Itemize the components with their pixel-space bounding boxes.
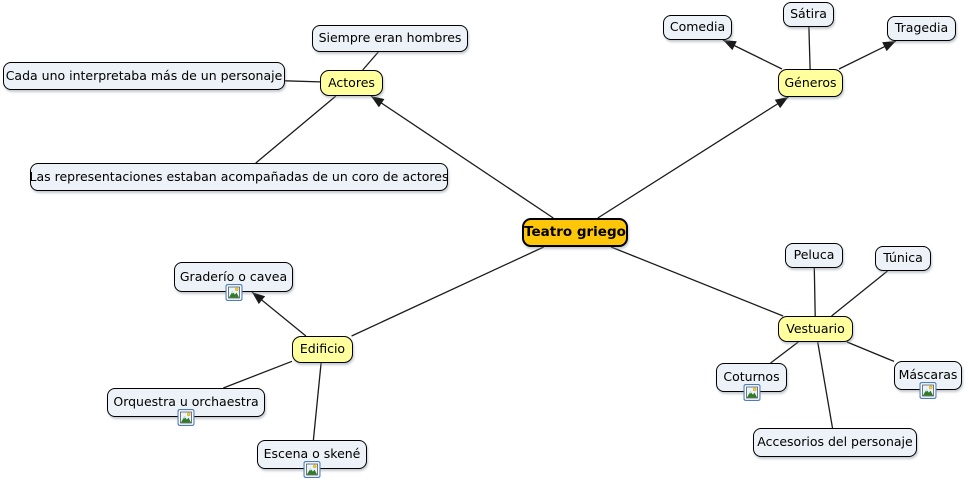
concept-node-label: Edificio xyxy=(299,341,346,357)
edge-generos-tragedia[interactable] xyxy=(838,40,897,70)
edge-teatro-actores[interactable] xyxy=(370,95,554,219)
edge-actores-cadauno[interactable] xyxy=(284,80,321,83)
concept-node-label: Cada uno interpretaba más de un personaj… xyxy=(5,67,283,83)
concept-node-peluca[interactable]: Peluca xyxy=(785,243,843,268)
concept-node-actores[interactable]: Actores xyxy=(320,70,383,96)
edge-actores-siempre[interactable] xyxy=(362,51,379,71)
concept-node-label: Accesorios del personaje xyxy=(757,434,913,450)
concept-node-tunica[interactable]: Túnica xyxy=(875,246,931,271)
concept-node-label: Vestuario xyxy=(786,320,845,336)
concept-node-label: Teatro griego xyxy=(524,223,626,240)
edge-edificio-escena[interactable] xyxy=(312,362,322,441)
concept-node-satira[interactable]: Sátira xyxy=(783,2,834,27)
image-resource-icon[interactable] xyxy=(177,408,195,427)
edge-edificio-orquestra[interactable] xyxy=(223,360,293,389)
image-resource-icon[interactable] xyxy=(303,460,321,479)
edge-vestuario-peluca[interactable] xyxy=(813,267,816,317)
concept-node-teatro[interactable]: Teatro griego xyxy=(522,218,628,247)
concept-node-graderio[interactable]: Graderío o cavea xyxy=(174,262,293,302)
image-resource-icon[interactable] xyxy=(742,383,761,402)
concept-node-label: Máscaras xyxy=(898,367,958,383)
concept-node-label: Sátira xyxy=(790,6,827,22)
concept-node-label: Actores xyxy=(328,74,375,90)
edge-edificio-graderio[interactable] xyxy=(251,291,307,337)
edge-vestuario-accesorios[interactable] xyxy=(817,341,834,429)
edge-vestuario-tunica[interactable] xyxy=(831,270,888,317)
concept-node-coro[interactable]: Las representaciones estaban acompañadas… xyxy=(29,163,449,191)
concept-node-comedia[interactable]: Comedia xyxy=(663,15,732,40)
concept-node-label: Coturnos xyxy=(723,369,780,385)
edge-teatro-generos[interactable] xyxy=(597,96,789,219)
edge-generos-satira[interactable] xyxy=(808,26,811,70)
edge-teatro-vestuario[interactable] xyxy=(610,246,784,317)
concept-node-label: Comedia xyxy=(669,19,726,35)
concept-node-label: Siempre eran hombres xyxy=(318,30,462,46)
edge-vestuario-coturnos[interactable] xyxy=(770,341,799,364)
concept-node-orquestra[interactable]: Orquestra u orchaestra xyxy=(107,388,265,427)
concept-node-vestuario[interactable]: Vestuario xyxy=(778,316,853,342)
concept-node-generos[interactable]: Géneros xyxy=(778,69,843,97)
edge-generos-comedia[interactable] xyxy=(722,39,783,70)
concept-node-coturnos[interactable]: Coturnos xyxy=(716,363,787,402)
edge-actores-coro[interactable] xyxy=(255,95,337,164)
concept-node-label: Graderío o cavea xyxy=(179,268,288,284)
concept-node-cadauno[interactable]: Cada uno interpretaba más de un personaj… xyxy=(3,62,285,90)
edge-teatro-edificio[interactable] xyxy=(351,246,544,337)
concept-node-label: Géneros xyxy=(784,74,837,90)
edge-vestuario-mascaras[interactable] xyxy=(846,341,895,363)
concept-node-tragedia[interactable]: Tragedia xyxy=(887,16,956,41)
concept-node-label: Escena o skené xyxy=(263,446,361,462)
concept-node-accesorios[interactable]: Accesorios del personaje xyxy=(753,428,917,457)
image-resource-icon[interactable] xyxy=(919,381,937,400)
concept-node-edificio[interactable]: Edificio xyxy=(292,336,353,363)
concept-node-label: Las representaciones estaban acompañadas… xyxy=(29,168,449,184)
concept-node-label: Peluca xyxy=(793,247,835,263)
image-resource-icon[interactable] xyxy=(224,283,243,302)
concept-node-label: Tragedia xyxy=(894,20,949,36)
concept-node-escena[interactable]: Escena o skené xyxy=(257,440,367,479)
concept-node-mascaras[interactable]: Máscaras xyxy=(894,361,962,400)
concept-node-label: Orquestra u orchaestra xyxy=(113,394,259,410)
concept-node-label: Túnica xyxy=(883,250,923,266)
concept-node-siempre[interactable]: Siempre eran hombres xyxy=(312,25,468,52)
